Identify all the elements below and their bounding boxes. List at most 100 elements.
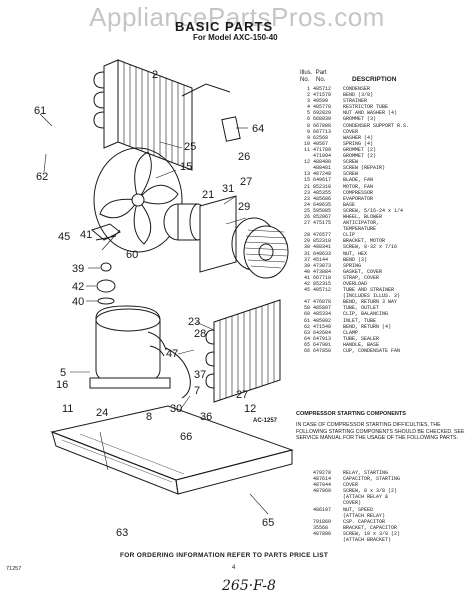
illus-number: 39 bbox=[303, 262, 310, 269]
illus-number: 13 bbox=[303, 171, 310, 178]
part-description: SCREW bbox=[343, 171, 359, 178]
header-description: DESCRIPTION bbox=[352, 76, 397, 83]
part-number: 485686 bbox=[313, 195, 332, 202]
callout: 63 bbox=[116, 527, 128, 539]
part-description: CLIP, BALANCING bbox=[343, 311, 389, 318]
fan-motor-drawing bbox=[163, 203, 218, 241]
part-number: 667718 bbox=[313, 274, 332, 281]
part-description: BEND, RETURN 3 WAY bbox=[343, 299, 398, 306]
callout: 8 bbox=[146, 411, 152, 423]
watermark: AppliancePartsPros.com bbox=[89, 2, 385, 32]
part-number: 49599 bbox=[313, 98, 329, 105]
callout: 27 bbox=[240, 176, 252, 188]
part-number: 852067 bbox=[313, 213, 332, 220]
part-description: RESTRICTOR TUBE bbox=[343, 104, 389, 111]
evaporator-drawing bbox=[205, 299, 281, 403]
part-description: BEND (3) bbox=[343, 256, 368, 263]
part-number: 487869 bbox=[313, 488, 332, 495]
callout: 62 bbox=[36, 171, 48, 183]
callout: 45 bbox=[58, 231, 70, 243]
compressor-components-heading: COMPRESSOR STARTING COMPONENTS bbox=[296, 411, 406, 417]
leader-lines bbox=[39, 113, 269, 515]
illus-number: 63 bbox=[303, 329, 310, 336]
illus-number: 21 bbox=[303, 183, 310, 190]
part-number: 667713 bbox=[313, 128, 332, 135]
callout: 2 bbox=[152, 69, 158, 81]
illus-number: 64 bbox=[303, 335, 310, 342]
part-number: 485778 bbox=[313, 104, 332, 111]
motor-bracket-drawing bbox=[199, 195, 237, 273]
part-description: CSP. CAPACITOR bbox=[343, 518, 386, 525]
illus-number: 45 bbox=[303, 287, 310, 294]
part-description: STRAP, COVER bbox=[343, 274, 380, 281]
part-description: (ATTACH RELAY & bbox=[343, 494, 389, 501]
compressor-components-note: IN CASE OF COMPRESSOR STARTING DIFFICULT… bbox=[296, 422, 465, 441]
part-description: BEND (3/8) bbox=[343, 92, 374, 99]
compressor-drawing bbox=[89, 305, 171, 389]
part-number: 486197 bbox=[313, 506, 332, 513]
part-description: (ATTACH BRACKET) bbox=[343, 537, 392, 544]
illus-number: 23 bbox=[303, 189, 310, 196]
illus-number: 29 bbox=[303, 238, 310, 245]
illus-number: 41 bbox=[303, 274, 310, 281]
part-description: BRACKET, MOTOR bbox=[343, 238, 386, 245]
callout: 60 bbox=[126, 249, 138, 261]
part-description: CAPACITOR, STARTING bbox=[343, 476, 401, 483]
callout: 31 bbox=[222, 183, 234, 195]
callout: 39 bbox=[72, 263, 84, 275]
part-description: SCREW, 5/16-24 x 1/4 bbox=[343, 207, 404, 214]
part-number: 62568 bbox=[313, 134, 329, 141]
compressor-parts-row: 35568 BRACKET, CAPACITOR bbox=[296, 525, 471, 531]
illus-number: 37 bbox=[303, 256, 310, 263]
part-description: BRACKET, CAPACITOR bbox=[343, 524, 398, 531]
part-description: CLAMP bbox=[343, 329, 359, 336]
part-description: BEND, RETURN (4) bbox=[343, 323, 392, 330]
part-description: ANTICIPATOR, bbox=[343, 220, 380, 227]
illus-number: 5 bbox=[306, 110, 310, 117]
blower-wheel-drawing bbox=[231, 217, 289, 279]
part-description: NUT, HEX bbox=[343, 250, 368, 257]
part-description: TUBE, OUTLET bbox=[343, 305, 380, 312]
part-number: 487248 bbox=[313, 171, 332, 178]
gasket-drawing bbox=[97, 297, 115, 305]
part-number: 488481 bbox=[313, 165, 332, 172]
part-description: EVAPORATOR bbox=[343, 195, 374, 202]
part-number: 473884 bbox=[313, 268, 332, 275]
callout: 7 bbox=[194, 385, 200, 397]
part-number: 45144 bbox=[313, 256, 329, 263]
illus-number: 2 bbox=[306, 92, 310, 99]
part-number: 35568 bbox=[313, 524, 329, 531]
illus-number: 8 bbox=[306, 122, 310, 129]
illus-number: 60 bbox=[303, 311, 310, 318]
part-number bbox=[313, 537, 343, 543]
illus-number: 24 bbox=[303, 201, 310, 208]
part-number: 485002 bbox=[313, 317, 332, 324]
part-number: 479278 bbox=[313, 470, 332, 476]
part-description: SCREW, 10 x 3/8 (2) bbox=[343, 530, 401, 537]
part-description: TUBE AND STRAINER bbox=[343, 287, 395, 294]
part-description: CONDENSER SUPPORT R.S. bbox=[343, 122, 410, 129]
illus-number: 4 bbox=[306, 104, 310, 111]
part-description: SCREW, 8 x 3/8 (2) bbox=[343, 488, 398, 495]
